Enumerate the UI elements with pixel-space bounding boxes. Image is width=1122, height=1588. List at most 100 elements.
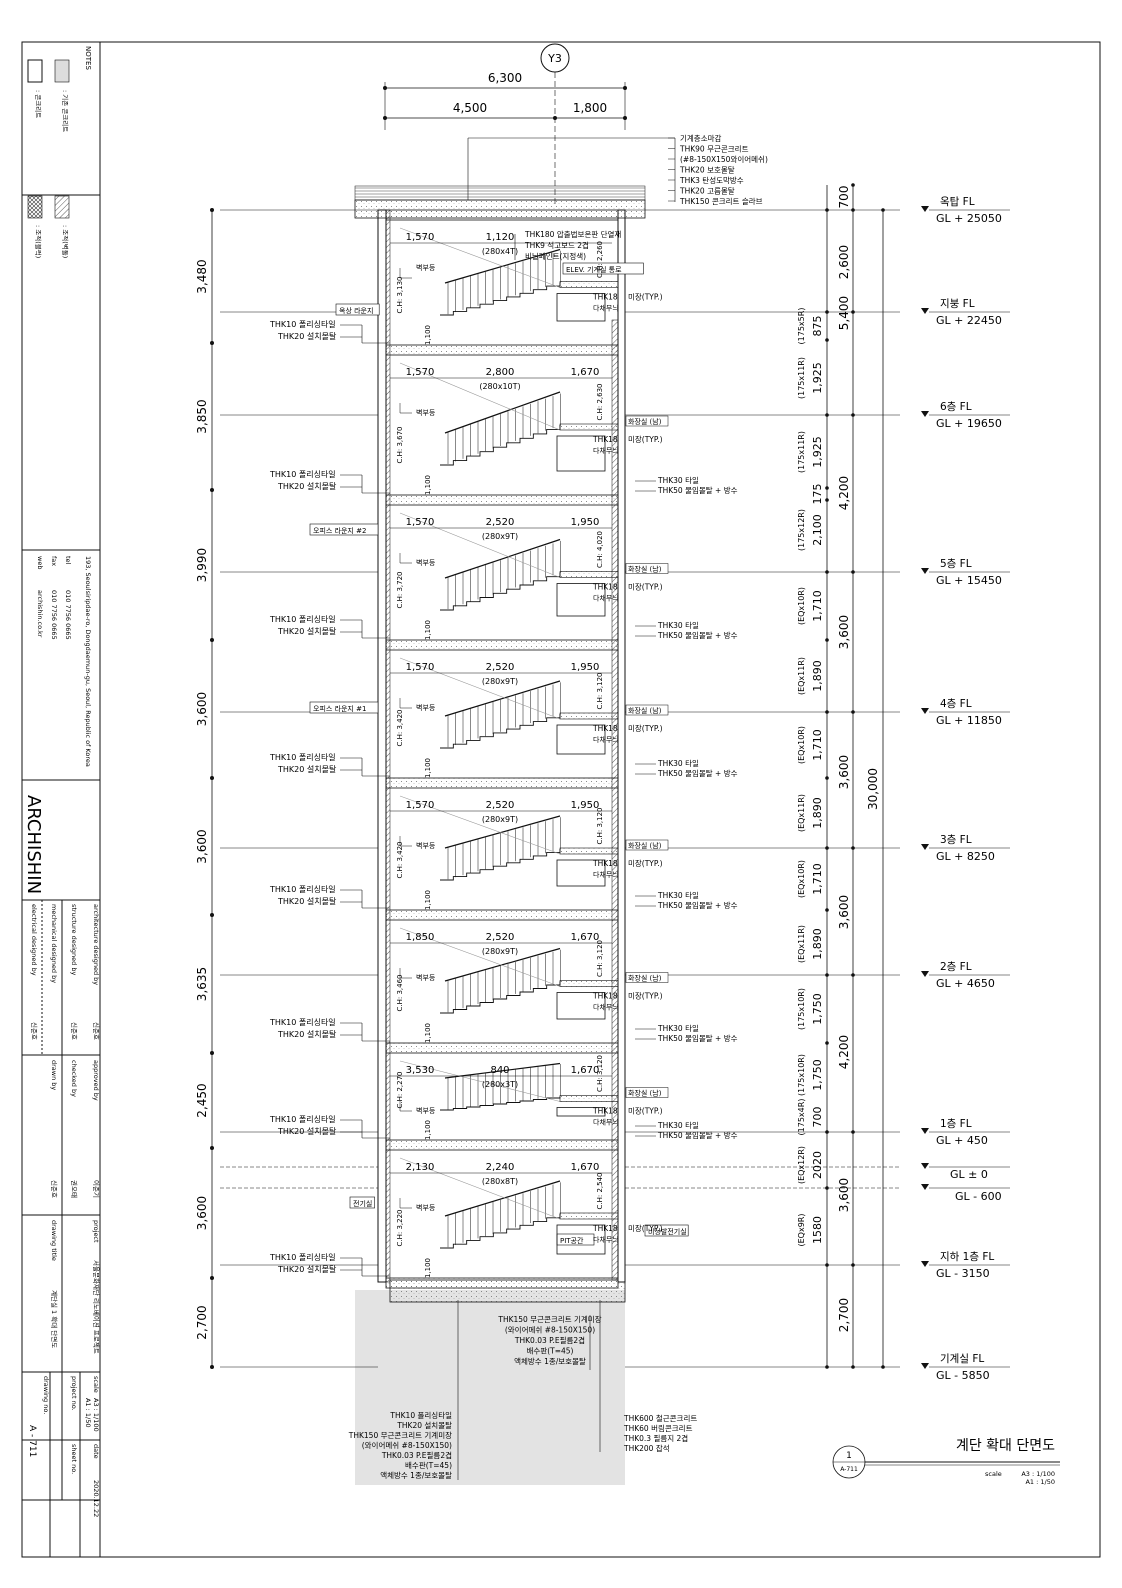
approved-value: 이준기 <box>92 1180 101 1198</box>
toilet-finish: THK50 물임몰탈 + 방수 <box>657 900 738 910</box>
level-gl: GL + 19650 <box>936 417 1002 430</box>
riser-dim-tick <box>825 310 829 314</box>
riser-spec: (EQx10R) <box>797 587 806 625</box>
toilet-finish: THK50 물임몰탈 + 방수 <box>657 768 738 778</box>
base-left-spec: THK10 폴리싱타일 <box>389 1410 452 1420</box>
door-frame <box>556 1224 606 1255</box>
door-spec-finish: 미장(TYP.) <box>628 434 663 444</box>
toilet-tag-box <box>625 563 669 574</box>
left-dim-tick <box>210 913 214 917</box>
door-frame <box>556 859 606 887</box>
base-right-spec: THK60 버림콘크리트 <box>623 1423 693 1433</box>
left-dim-label: 3,600 <box>195 692 209 726</box>
left-dim-label: 3,600 <box>195 1196 209 1230</box>
lower-flight-ghost <box>399 512 561 578</box>
door-spec-thk: THK18 <box>592 1107 618 1116</box>
door-spec-thk: THK18 <box>592 583 618 592</box>
contact-fax: 010 7756 0665 <box>50 590 58 640</box>
stair-dim-a: 1,570 <box>406 232 435 243</box>
door-spec-pattern: 다채무늬 <box>593 1235 619 1244</box>
floor-finish-line: THK10 폴리싱타일 <box>269 319 336 329</box>
room-tag-box <box>349 1196 375 1209</box>
legend-swatch-block <box>27 195 43 219</box>
base-left-spec: 액체방수 1종/보호몰탈 <box>380 1470 452 1480</box>
stair-landing <box>559 712 619 720</box>
handrail <box>444 1180 561 1217</box>
floor-finish-line: THK20 설치몰탈 <box>277 1126 337 1136</box>
pit-spec-line: THK150 무근콘크리트 기계미장 <box>497 1314 601 1324</box>
left-dim-tick <box>210 776 214 780</box>
toilet-finish: THK50 물임몰탈 + 방수 <box>657 485 738 495</box>
handrail <box>444 1062 561 1079</box>
ch-label: C.H: 3,220 <box>396 1210 404 1247</box>
drawing-title: 계단 확대 단면도 <box>956 1438 1055 1454</box>
riser-spec: (175x10R) <box>797 988 806 1030</box>
story-dim-label: 2,600 <box>837 245 851 279</box>
riser-spec: (175x10R) <box>797 1054 806 1096</box>
left-dim-label: 2,700 <box>195 1305 209 1339</box>
left-dim-tick <box>210 1051 214 1055</box>
floor-finish-line: THK20 설치몰탈 <box>277 331 337 341</box>
rail-height: 1,100 <box>424 1120 432 1140</box>
riser-dim-tick <box>825 338 829 342</box>
riser-spec: (175x11R) <box>797 431 806 473</box>
stair-dim-a: 1,570 <box>406 662 435 673</box>
riser-dim-tick <box>825 776 829 780</box>
outer-wall-right <box>617 209 626 1283</box>
riser-value: 1,710 <box>811 863 824 895</box>
level-name: 지하 1층 FL <box>940 1250 994 1263</box>
ch-label-right: C.H: 3,120 <box>596 940 604 977</box>
floor-slab <box>385 639 619 651</box>
room-tag: 오피스 라운지 #1 <box>313 704 366 713</box>
title-scale-a1: A1 : 1/50 <box>1025 1478 1055 1486</box>
story-dim-label: 3,600 <box>837 615 851 649</box>
stair-section-drawing: 3,4803,8503,9903,6003,6003,6352,4503,600… <box>195 133 1010 1485</box>
contact-tel: 010 7756 0665 <box>64 590 72 640</box>
room-tag: 오피스 라운지 #2 <box>313 526 366 535</box>
stair-landing <box>559 571 619 578</box>
handrail <box>444 538 561 579</box>
stair-dim-t: (280x9T) <box>482 532 518 541</box>
story-dim-tick <box>851 310 855 314</box>
stair-dim-b: 2,240 <box>486 1162 515 1173</box>
level-marker <box>921 1184 929 1190</box>
toilet-tag: 화장실 (남) <box>628 841 662 850</box>
lower-flight-ghost <box>399 1157 561 1220</box>
stair-flight <box>440 981 561 1014</box>
toilet-finish: THK30 타일 <box>657 476 699 485</box>
outer-wall-left <box>377 209 387 1283</box>
door-spec-finish: 미장(TYP.) <box>628 1106 663 1116</box>
ch-label-right: C.H: 3,120 <box>596 673 604 710</box>
riser-dim-tick <box>825 413 829 417</box>
level-name: 5층 FL <box>940 558 972 570</box>
electrical-label: electrical designed by <box>30 904 38 976</box>
base-right-spec: THK0.3 필름지 2겹 <box>623 1433 688 1443</box>
base-right-spec: THK200 잡석 <box>623 1443 670 1453</box>
riser-dim-tick <box>825 1186 829 1190</box>
riser-dim-tick <box>825 570 829 574</box>
rail-height: 1,100 <box>424 1258 432 1278</box>
riser-dim-tick <box>825 710 829 714</box>
toilet-finish: THK30 타일 <box>657 1121 699 1130</box>
ch-label-right: C.H: 3,120 <box>596 1055 604 1092</box>
left-dim-label: 3,990 <box>195 548 209 582</box>
lower-flight-ghost <box>399 927 561 987</box>
level-marker <box>921 844 929 850</box>
ch-label-right: C.H: 2,630 <box>596 384 604 421</box>
rail-height: 1,100 <box>424 325 432 345</box>
rail-height: 1,100 <box>424 1023 432 1043</box>
stair-dim-b: 2,520 <box>486 932 515 943</box>
legend-label-2: : 조적(벽돌) <box>61 225 70 258</box>
lower-flight-ghost <box>399 1060 561 1102</box>
level-marker <box>921 1363 929 1369</box>
ch-label-right: C.H: 2,540 <box>596 1173 604 1210</box>
toilet-tag: 화장실 (남) <box>628 565 662 574</box>
project-value: 서울문화재단 리노베이션 프로젝트 <box>92 1260 101 1354</box>
level-name: 2층 FL <box>940 961 972 973</box>
door-spec-thk: THK18 <box>592 859 618 868</box>
base-left-spec: THK20 설치몰탈 <box>396 1421 452 1430</box>
door-spec-thk: THK18 <box>592 992 618 1001</box>
riser-spec: (EQx10R) <box>797 726 806 764</box>
story-dim-tick <box>851 710 855 714</box>
stair-landing <box>559 1095 619 1102</box>
